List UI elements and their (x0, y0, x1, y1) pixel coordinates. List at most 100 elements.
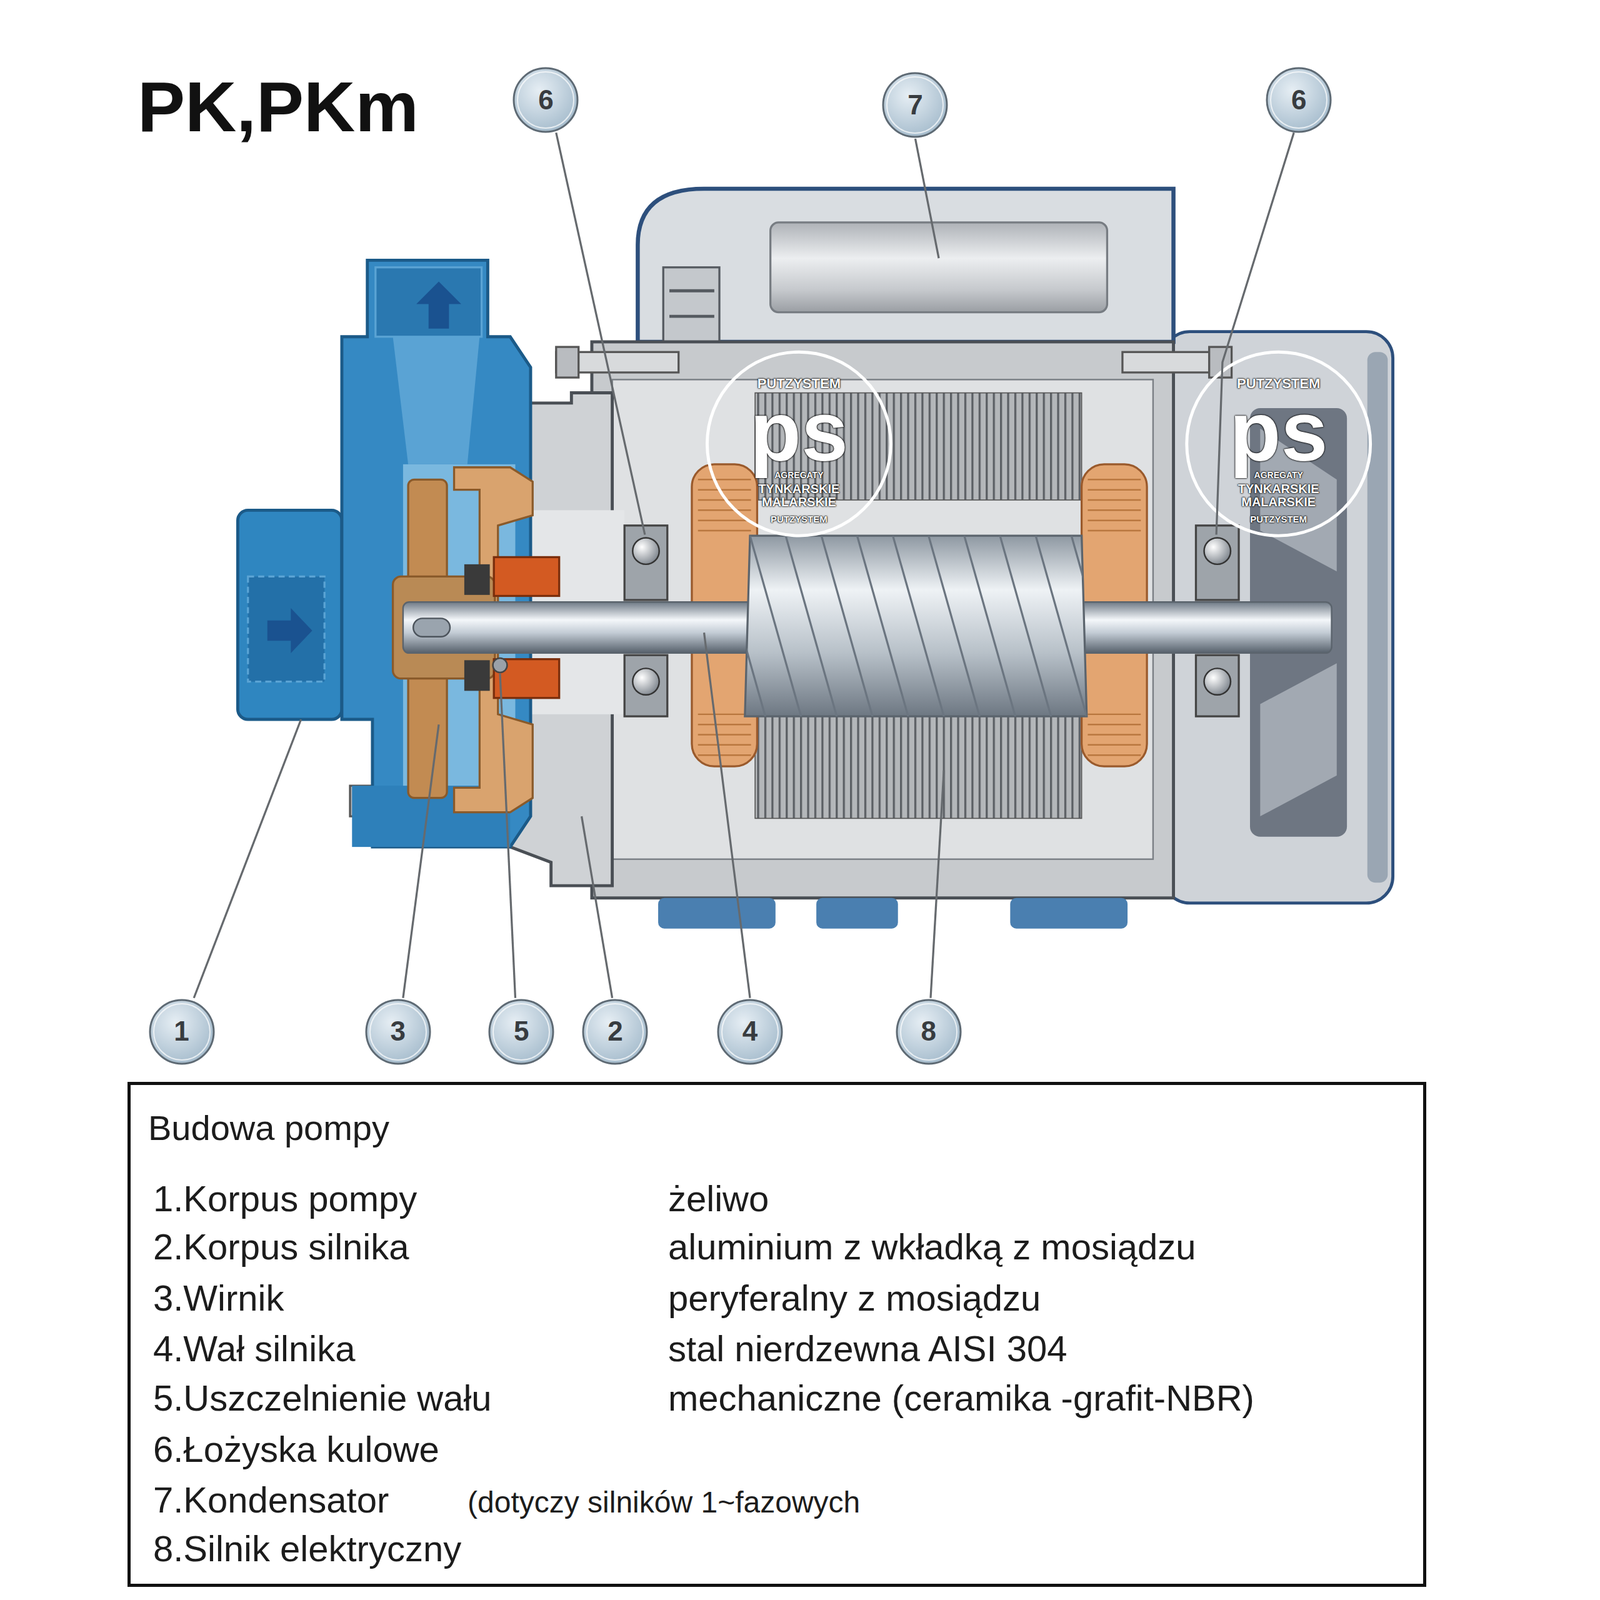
table-cell: stal nierdzewna AISI 304 (668, 1326, 1067, 1371)
ball-bearings (1204, 537, 1231, 564)
mechanical-seal (464, 556, 560, 698)
watermark-ring (706, 351, 891, 536)
callout-circle-ring (370, 1003, 427, 1060)
tie-bolts (350, 346, 1232, 817)
motor-bracket (510, 393, 625, 887)
callout-circle-ring (153, 1003, 210, 1060)
callout-circle-ring (1270, 71, 1327, 129)
callout-circle-shape (1265, 66, 1333, 134)
mechanical-seal (464, 564, 490, 595)
motor-housing (1010, 898, 1128, 929)
callout-circle-shape (148, 998, 216, 1066)
callout-circle-shape (895, 998, 963, 1066)
pump-body (403, 464, 516, 807)
callout-circle-fill (718, 1000, 782, 1064)
mechanical-seal (493, 556, 559, 596)
ball-bearings (624, 655, 668, 717)
table-cell: mechaniczne (ceramika -grafit-NBR) (668, 1376, 1255, 1420)
watermark-text: TYNKARSKIE (1238, 482, 1320, 495)
callout-circle-fill (1266, 68, 1331, 132)
motor-bracket (510, 510, 625, 715)
shaft (403, 601, 1332, 654)
watermark-text: AGREGATY (1254, 470, 1304, 480)
table-cell: 3.Wirnik (153, 1276, 284, 1320)
stator (755, 393, 1082, 500)
tie-bolts (351, 790, 557, 812)
callout-circle-shape (716, 998, 784, 1066)
callout-circle: 2 (581, 998, 649, 1066)
callout-circle: 7 (881, 71, 949, 139)
callout-circle: 8 (895, 998, 963, 1066)
leader-lines (704, 632, 750, 998)
stator-winding (691, 464, 757, 767)
callout-number: 6 (1291, 85, 1307, 115)
motor-housing (612, 379, 1154, 859)
callout-circle-ring (586, 1003, 644, 1060)
capacitor-housing (770, 222, 1108, 313)
pump-body (237, 260, 531, 847)
motor-housing (658, 898, 776, 929)
table-cell: żeliwo (668, 1176, 769, 1221)
mechanical-seal (493, 659, 559, 699)
watermark-text: PUTZYSTEM (770, 514, 828, 524)
watermark-text: ps (1229, 389, 1329, 474)
fan-cover (1260, 428, 1337, 572)
fan-cover (1250, 408, 1347, 837)
callout-circle-fill (513, 68, 578, 132)
callout-number: 6 (538, 85, 554, 115)
rotor (1000, 535, 1052, 717)
leader-lines (556, 132, 645, 535)
fan-cover (1367, 351, 1389, 883)
callout-circle-shape (364, 998, 432, 1066)
watermark-ring (706, 351, 1370, 536)
rotor (714, 535, 1123, 717)
fan-cover (1163, 331, 1393, 904)
mechanical-seal (493, 658, 508, 673)
pump-body (267, 608, 313, 654)
ball-bearings (632, 668, 659, 695)
shaft (413, 618, 450, 637)
rotor (750, 535, 802, 717)
callout-number: 8 (920, 1016, 936, 1047)
pump-body (341, 260, 531, 847)
rotor (928, 535, 980, 717)
parts-table: Budowa pompy1.Korpus pompyżeliwo2.Korpus… (127, 1081, 1427, 1587)
rotor (745, 535, 1087, 717)
stator-winding (691, 464, 1147, 767)
table-cell: 5.Uszczelnienie wału (153, 1376, 492, 1420)
leader-lines (500, 673, 515, 999)
pump-body (416, 281, 462, 329)
pump-body (393, 336, 480, 465)
impeller (393, 467, 534, 813)
ball-bearings (1195, 525, 1239, 600)
callout-number: 4 (742, 1016, 758, 1047)
rotor (821, 535, 873, 717)
callout-circle-fill (896, 1000, 961, 1064)
callout-circle: 6 (511, 66, 580, 134)
callout-circle-shape (581, 998, 649, 1066)
tie-bolts (1122, 351, 1230, 373)
stator (755, 714, 1082, 819)
impeller (408, 479, 447, 798)
table-cell: 6.Łożyska kulowe (153, 1427, 440, 1472)
table-cell: 2.Korpus silnika (153, 1225, 409, 1269)
callout-circle-ring (517, 71, 574, 129)
callout-number: 3 (390, 1016, 405, 1047)
rotor (1035, 535, 1087, 717)
pump-body (248, 576, 325, 682)
stator-winding (698, 479, 1142, 755)
watermark-text: TYNKARSKIE (758, 482, 840, 495)
fan-cover (1260, 663, 1337, 817)
leader-lines (193, 132, 1294, 998)
table-cell: (dotyczy silników 1~fazowych (467, 1484, 860, 1521)
table-cell: peryferalny z mosiądzu (668, 1276, 1041, 1320)
watermark-text: ps (750, 389, 849, 474)
callout-circle-fill (366, 1000, 430, 1064)
rotor (1071, 535, 1123, 717)
leader-lines (193, 719, 301, 999)
callout-circle: 5 (487, 998, 555, 1066)
callout-number: 1 (173, 1016, 189, 1047)
watermark-text: PUTZYSTEM (1250, 514, 1307, 524)
tie-bolts (1209, 346, 1232, 378)
